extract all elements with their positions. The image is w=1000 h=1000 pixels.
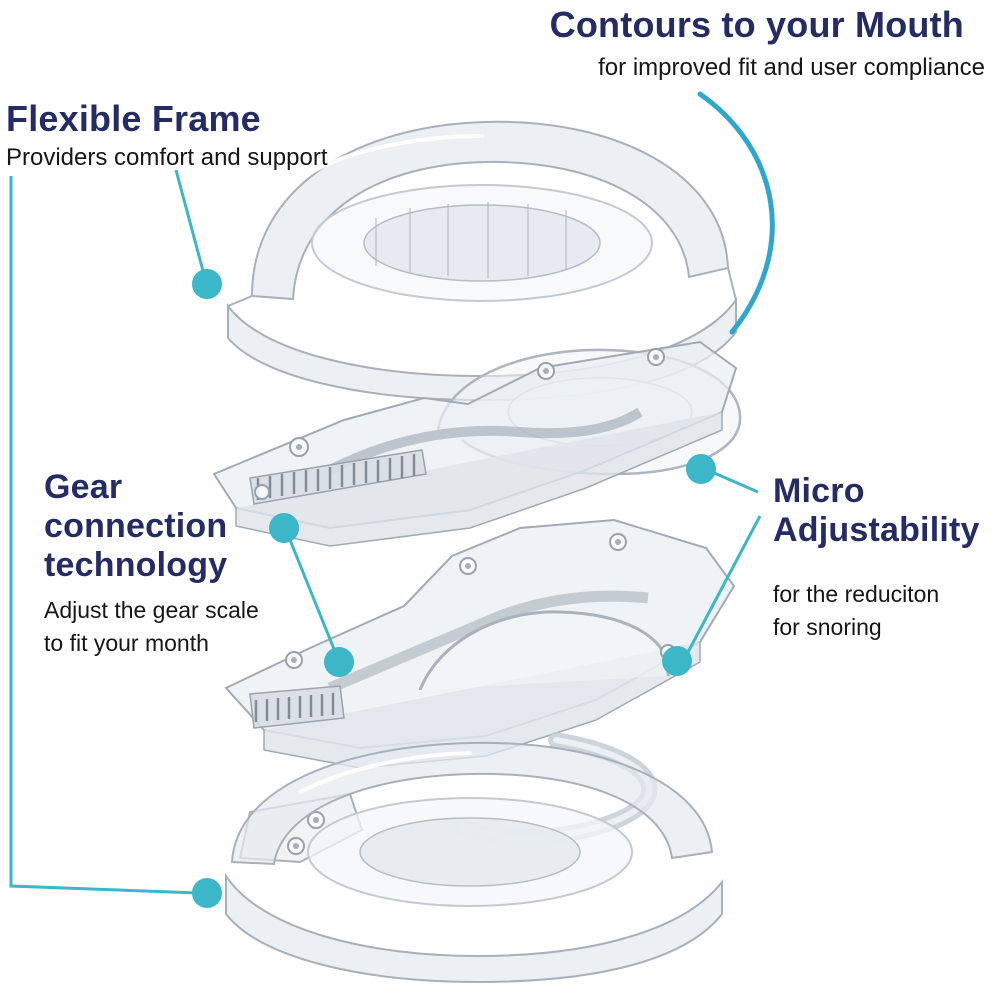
micro-adjustability-subtitle-line2: for snoring <box>773 614 882 641</box>
mouthguard-product <box>212 120 742 984</box>
leader-gear-connection <box>288 539 338 655</box>
flexible-frame-title: Flexible Frame <box>6 98 261 139</box>
contours-subtitle: for improved fit and user compliance <box>598 54 985 81</box>
micro-adjustability-subtitle-line1: for the reduciton <box>773 581 940 607</box>
gear-connection-title: Gear connection technology <box>44 468 227 584</box>
flexible-frame-subtitle: Providers comfort and support <box>6 144 328 171</box>
contour-arc <box>697 91 775 335</box>
micro-adjustability-subtitle: for the reduciton for snoring <box>773 578 939 645</box>
gear-connection-title-line1: Gear <box>44 468 123 506</box>
leader-bottom-frame <box>9 176 199 895</box>
leader-flexible-frame <box>174 169 208 283</box>
callout-dot-micro-lower <box>662 646 692 676</box>
callout-dot-micro-upper <box>686 454 716 484</box>
callout-dots <box>192 269 716 908</box>
gear-connection-subtitle-line1: Adjust the gear scale <box>44 597 259 623</box>
contours-title: Contours to your Mouth <box>549 4 964 45</box>
micro-adjustability-title-line1: Micro <box>773 472 865 510</box>
gear-connection-subtitle-line2: to fit your month <box>44 630 209 657</box>
callout-dot-flexible-frame <box>192 269 222 299</box>
gear-connection-title-line3: technology <box>44 545 228 584</box>
micro-adjustability-title: Micro Adjustability <box>773 472 980 550</box>
callout-lines <box>9 169 762 895</box>
screw-holes-upper-plate <box>254 348 665 500</box>
leader-micro-upper <box>711 470 759 494</box>
callout-dot-gear-scale <box>324 647 354 677</box>
lower-gear-plate <box>224 518 736 769</box>
gear-rack-lower <box>249 685 345 729</box>
bottom-tray <box>225 741 723 984</box>
upper-gear-plate <box>212 340 738 547</box>
callout-dot-gear-connection <box>269 513 299 543</box>
gear-connection-title-line2: connection <box>44 506 228 545</box>
leader-micro-lower <box>684 515 762 657</box>
gear-connection-subtitle: Adjust the gear scale to fit your month <box>44 594 259 661</box>
micro-adjustability-title-line2: Adjustability <box>773 510 980 549</box>
callout-dot-bottom-frame <box>192 878 222 908</box>
